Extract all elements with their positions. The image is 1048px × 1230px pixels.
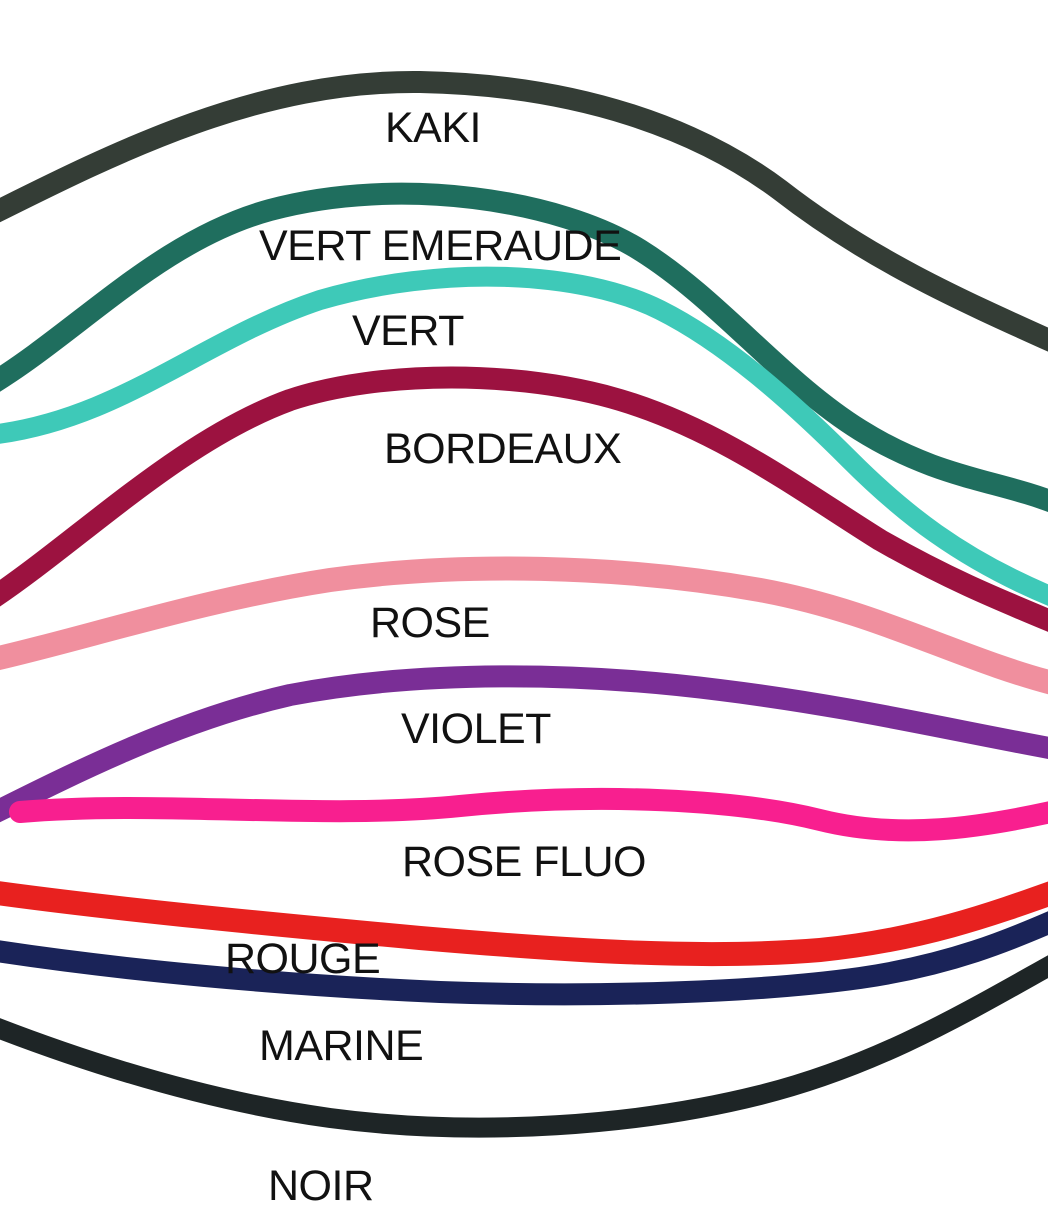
cord-rose <box>0 556 1048 695</box>
label-bordeaux: BORDEAUX <box>384 425 622 473</box>
cord-rose-fluo <box>9 787 1048 842</box>
cord-noir <box>0 955 1048 1138</box>
label-noir: NOIR <box>268 1162 374 1210</box>
label-vert-emeraude: VERT EMERAUDE <box>259 222 622 270</box>
label-vert: VERT <box>352 307 464 355</box>
cord-vert-emeraude <box>0 182 1048 513</box>
label-rose: ROSE <box>370 599 490 647</box>
label-violet: VIOLET <box>401 705 551 753</box>
label-rouge: ROUGE <box>225 935 381 983</box>
cord-marine <box>0 911 1048 1006</box>
cord-vert <box>0 266 1048 606</box>
cord-violet <box>0 665 1048 823</box>
label-marine: MARINE <box>259 1022 424 1070</box>
cord-kaki <box>0 70 1048 352</box>
cord-bordeaux <box>0 366 1048 632</box>
cord-rouge <box>0 881 1048 967</box>
label-kaki: KAKI <box>385 104 482 152</box>
label-rose-fluo: ROSE FLUO <box>402 838 647 886</box>
